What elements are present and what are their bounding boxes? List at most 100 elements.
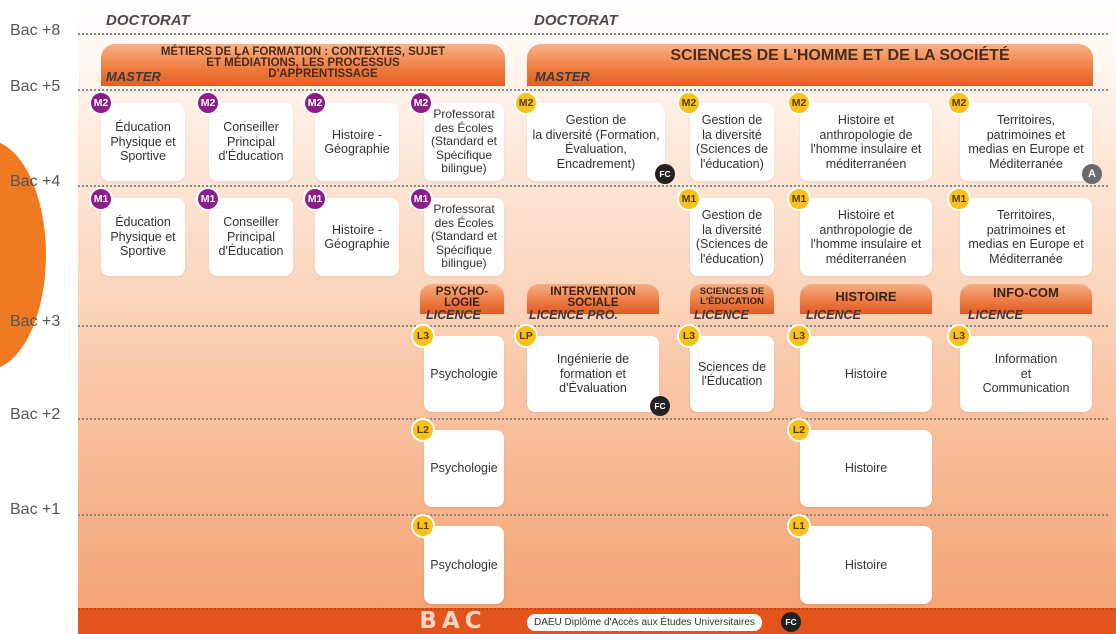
card-m2-terr-label: Territoires, patrimoines et medias en Eu…	[968, 113, 1084, 171]
card-m2-gdiv-form-label: Gestion de la diversité (Formation, Éval…	[532, 113, 660, 171]
card-m2-gdiv-sci[interactable]: Gestion de la diversité (Sciences de l'é…	[690, 103, 774, 181]
badge-m1: M1	[196, 187, 220, 211]
card-l3-psychologie-label: Psychologie	[430, 366, 498, 381]
header-intervention-sociale: INTERVENTION SOCIALE	[527, 284, 659, 314]
a-icon: A	[1082, 164, 1102, 184]
header-education-title-2: L'ÉDUCATION	[700, 295, 764, 307]
level-bac8: Bac +8	[10, 22, 61, 39]
card-m2-terr[interactable]: Territoires, patrimoines et medias en Eu…	[960, 103, 1092, 181]
level-line-bac5	[78, 89, 1108, 91]
card-l1-psychologie-label: Psychologie	[430, 557, 498, 572]
header-infocom-subtitle: LICENCE	[968, 308, 1023, 322]
badge-m2: M2	[947, 91, 971, 115]
card-l3-psychologie[interactable]: Psychologie	[424, 336, 504, 412]
card-m1-hg-label: Histoire - Géographie	[324, 222, 390, 252]
badge-m1: M1	[409, 187, 433, 211]
header-psychologie: PSYCHO- LOGIE	[420, 284, 504, 314]
header-sciences-education: SCIENCES DE L'ÉDUCATION	[690, 284, 774, 314]
badge-m1: M1	[787, 187, 811, 211]
banner-meef-title-2: ET MÉDIATIONS, LES PROCESSUS	[206, 57, 400, 69]
card-l3-sciences-education[interactable]: Sciences de l'Éducation	[690, 336, 774, 412]
header-histoire-subtitle: LICENCE	[806, 308, 861, 322]
header-psychologie-title-2: LOGIE	[444, 297, 480, 309]
daeu-label[interactable]: DAEU Diplôme d'Accès aux Études Universi…	[527, 614, 762, 631]
card-m2-gdiv-sci-label: Gestion de la diversité (Sciences de l'é…	[695, 113, 769, 171]
card-m1-terr[interactable]: Territoires, patrimoines et medias en Eu…	[960, 198, 1092, 276]
badge-m2: M2	[196, 91, 220, 115]
badge-l3: L3	[947, 324, 971, 348]
header-intervention-title-1: INTERVENTION	[550, 286, 636, 298]
level-line-bac3	[78, 325, 1108, 327]
level-bac4: Bac +4	[10, 173, 61, 190]
header-education-title-1: SCIENCES DE	[699, 286, 765, 297]
badge-l1: L1	[411, 514, 435, 538]
header-histoire: HISTOIRE	[800, 284, 932, 314]
badge-l3: L3	[411, 324, 435, 348]
header-education-subtitle: LICENCE	[694, 308, 749, 322]
badge-lp: LP	[514, 324, 538, 348]
header-info-com: INFO-COM	[960, 284, 1092, 314]
card-m1-gdiv-sci[interactable]: Gestion de la diversité (Sciences de l'é…	[690, 198, 774, 276]
badge-l3: L3	[787, 324, 811, 348]
card-m1-eps-label: Éducation Physique et Sportive	[110, 215, 176, 259]
card-m2-pe[interactable]: Professorat des Écoles (Standard et Spéc…	[424, 103, 504, 181]
card-m1-hist[interactable]: Histoire et anthropologie de l'homme ins…	[800, 198, 932, 276]
badge-l1: L1	[787, 514, 811, 538]
card-l3-histoire[interactable]: Histoire	[800, 336, 932, 412]
card-l1-psychologie[interactable]: Psychologie	[424, 526, 504, 604]
badge-m2: M2	[89, 91, 113, 115]
level-bac1: Bac +1	[10, 501, 61, 518]
card-l2-histoire-label: Histoire	[844, 461, 888, 476]
card-l2-histoire[interactable]: Histoire	[800, 430, 932, 507]
header-infocom-title: INFO-COM	[993, 285, 1059, 300]
card-lp-ingenierie[interactable]: Ingénierie de formation et d'Évaluation	[527, 336, 659, 412]
card-m2-cpe-label: Conseiller Principal d'Éducation	[218, 120, 284, 164]
card-l3-education-label: Sciences de l'Éducation	[697, 359, 767, 389]
level-line-bac1	[78, 514, 1108, 516]
level-line-bac2	[78, 418, 1108, 420]
banner-meef: MÉTIERS DE LA FORMATION : CONTEXTES, SUJ…	[101, 44, 505, 86]
card-m2-eps-label: Éducation Physique et Sportive	[110, 120, 176, 164]
card-m1-hist-label: Histoire et anthropologie de l'homme ins…	[810, 208, 922, 266]
badge-m2: M2	[303, 91, 327, 115]
card-l3-infocom-label: Information et Communication	[982, 352, 1070, 396]
banner-meef-title-1: MÉTIERS DE LA FORMATION : CONTEXTES, SUJ…	[160, 46, 446, 58]
header-psychologie-title-1: PSYCHO-	[435, 286, 489, 298]
card-m2-cpe[interactable]: Conseiller Principal d'Éducation	[209, 103, 293, 181]
level-bac3: Bac +3	[10, 313, 61, 330]
header-intervention-title-2: SOCIALE	[567, 297, 619, 309]
badge-m1: M1	[947, 187, 971, 211]
banner-meef-subtitle: MASTER	[106, 69, 161, 84]
badge-m2: M2	[787, 91, 811, 115]
card-m1-eps[interactable]: Éducation Physique et Sportive	[101, 198, 185, 276]
card-l2-psychologie[interactable]: Psychologie	[424, 430, 504, 507]
banner-shs-subtitle: MASTER	[535, 69, 590, 84]
card-lp-ingenierie-label: Ingénierie de formation et d'Évaluation	[556, 352, 630, 396]
level-line-bac8	[78, 33, 1108, 35]
card-m2-hist-label: Histoire et anthropologie de l'homme ins…	[810, 113, 922, 171]
card-m1-gdiv-sci-label: Gestion de la diversité (Sciences de l'é…	[695, 208, 769, 266]
badge-m2: M2	[677, 91, 701, 115]
doctorat-right: DOCTORAT	[534, 12, 618, 29]
card-m1-cpe-label: Conseiller Principal d'Éducation	[218, 215, 284, 259]
fc-icon: FC	[655, 164, 675, 184]
card-m2-hist[interactable]: Histoire et anthropologie de l'homme ins…	[800, 103, 932, 181]
card-m2-hg[interactable]: Histoire - Géographie	[315, 103, 399, 181]
card-l1-histoire-label: Histoire	[844, 557, 888, 572]
card-m2-pe-label: Professorat des Écoles (Standard et Spéc…	[430, 107, 498, 176]
card-m1-hg[interactable]: Histoire - Géographie	[315, 198, 399, 276]
card-l3-info-com[interactable]: Information et Communication	[960, 336, 1092, 412]
card-l1-histoire[interactable]: Histoire	[800, 526, 932, 604]
banner-meef-title-3: D'APPRENTISSAGE	[268, 68, 378, 80]
card-m1-pe[interactable]: Professorat des Écoles (Standard et Spéc…	[424, 198, 504, 276]
badge-m1: M1	[303, 187, 327, 211]
card-m2-hg-label: Histoire - Géographie	[324, 127, 390, 157]
card-m2-gdiv-form[interactable]: Gestion de la diversité (Formation, Éval…	[527, 103, 665, 181]
badge-m2: M2	[514, 91, 538, 115]
card-m1-cpe[interactable]: Conseiller Principal d'Éducation	[209, 198, 293, 276]
header-intervention-subtitle: LICENCE PRO.	[529, 308, 618, 322]
bac-label: BAC	[419, 608, 487, 634]
card-m2-eps[interactable]: Éducation Physique et Sportive	[101, 103, 185, 181]
level-bac2: Bac +2	[10, 406, 61, 423]
